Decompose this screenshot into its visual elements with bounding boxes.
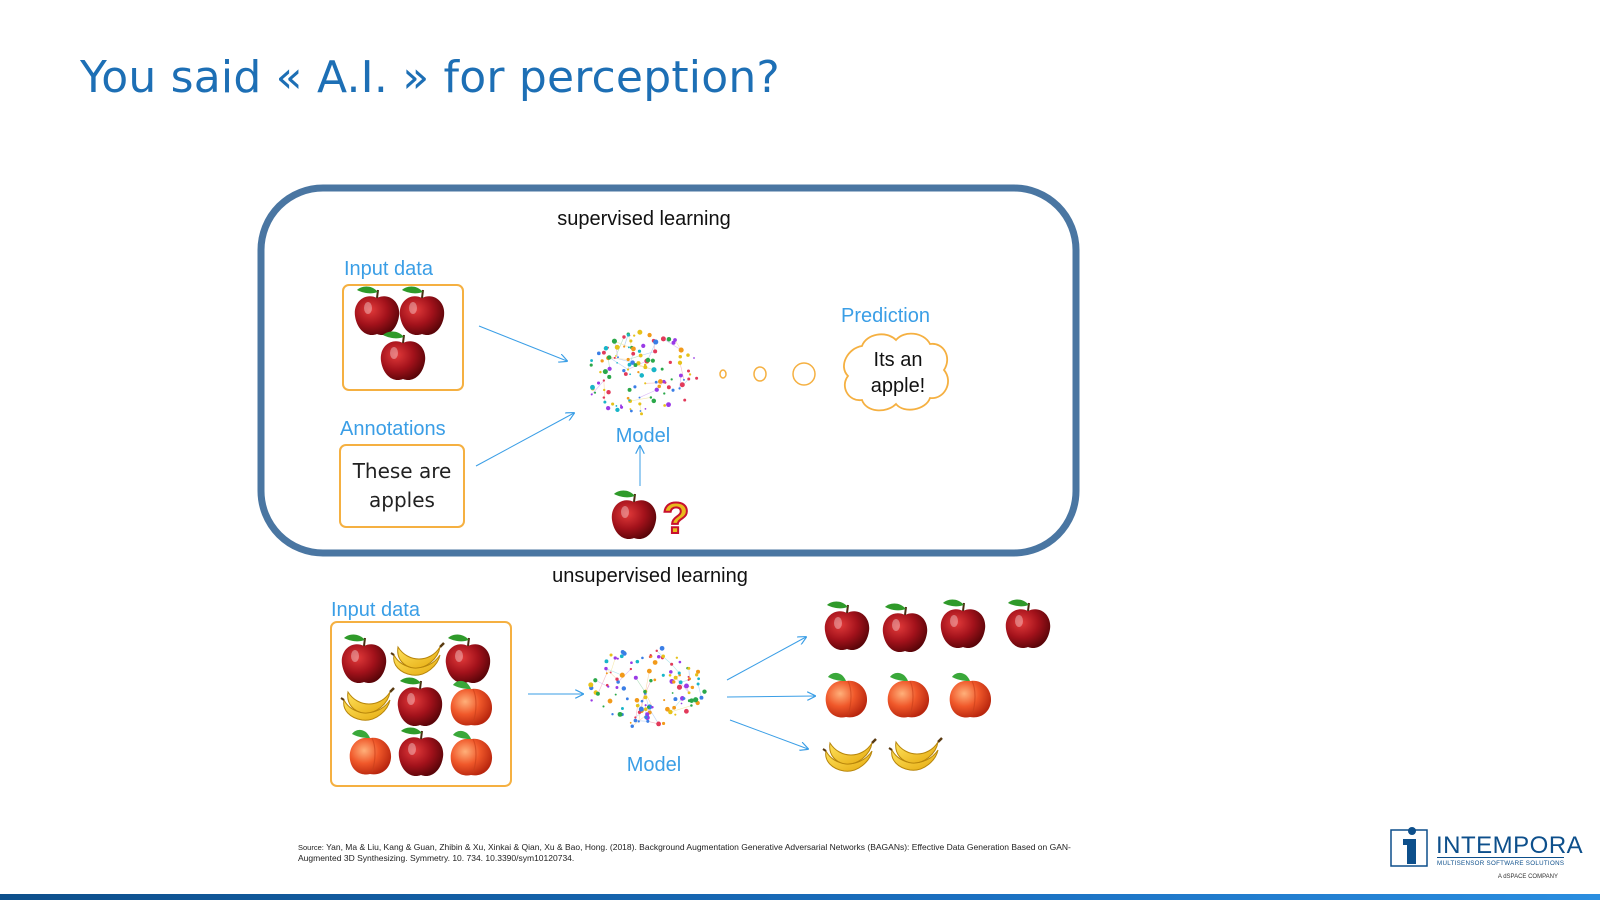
apple-icon	[823, 600, 871, 652]
peach-icon	[349, 729, 392, 776]
supervised-heading: supervised learning	[557, 208, 730, 230]
input-to-model-arrow	[478, 325, 567, 361]
source-prefix: Source:	[298, 843, 324, 852]
cluster-arrow-peaches	[726, 696, 815, 697]
peach-icon	[887, 672, 930, 719]
source-text: Yan, Ma & Liu, Kang & Guan, Zhibin & Xu,…	[298, 842, 1071, 863]
source-citation: Source: Yan, Ma & Liu, Kang & Guan, Zhib…	[298, 842, 1098, 864]
apple-icon	[881, 602, 929, 654]
supervised-frame	[257, 184, 1080, 557]
company-logo: INTEMPORA MULTISENSOR SOFTWARE SOLUTIONS…	[1390, 826, 1583, 884]
thought-dot	[792, 362, 816, 386]
prediction-line1: Its an	[874, 349, 923, 371]
logo-name: INTEMPORA	[1436, 832, 1584, 859]
banana-cluster	[821, 736, 944, 773]
apple-icon	[1004, 598, 1052, 650]
prediction-label: Prediction	[841, 305, 930, 327]
annotations-box	[339, 444, 465, 528]
logo-tagline: MULTISENSOR SOFTWARE SOLUTIONS	[1437, 857, 1565, 867]
peach-icon	[450, 730, 493, 777]
cluster-arrow-apples	[726, 637, 806, 681]
supervised-input-box	[342, 284, 464, 391]
annotation-text-line2: apples	[369, 488, 435, 512]
prediction-line2: apple!	[871, 375, 926, 397]
apple-icon	[444, 633, 492, 685]
bottom-accent-bar	[0, 894, 1600, 900]
thought-dot	[753, 366, 767, 382]
banana-icon	[389, 641, 446, 677]
unsupervised-heading: unsupervised learning	[552, 565, 748, 587]
supervised-input-label: Input data	[344, 258, 434, 280]
question-mark-icon: ?	[663, 494, 690, 543]
annotation-text-line1: These are	[352, 459, 452, 483]
peach-cluster	[825, 672, 992, 719]
apple-icon	[379, 330, 427, 382]
apple-icon	[353, 285, 401, 337]
banana-icon	[887, 736, 944, 772]
apple-icon	[397, 726, 445, 778]
apple-icon	[939, 598, 987, 650]
unsupervised-model-label: Model	[627, 754, 681, 776]
prediction-cloud	[843, 332, 949, 412]
brain-icon	[588, 645, 707, 728]
apple-icon	[396, 676, 444, 728]
peach-icon	[825, 672, 868, 719]
apple-cluster	[823, 598, 1052, 654]
banana-icon	[821, 737, 878, 773]
brain-icon	[589, 329, 699, 416]
slide-title: You said « A.I. » for perception?	[80, 52, 780, 103]
thought-dot	[719, 369, 727, 379]
banana-icon	[339, 686, 396, 722]
apple-icon	[398, 285, 446, 337]
unsupervised-input-box	[330, 621, 512, 787]
logo-company: A dSPACE COMPANY	[1497, 874, 1558, 880]
unsupervised-input-label: Input data	[331, 599, 421, 621]
cluster-arrow-bananas	[729, 719, 808, 749]
apple-icon	[340, 633, 388, 685]
supervised-model-label: Model	[616, 425, 670, 447]
peach-icon	[949, 672, 992, 719]
annotations-label: Annotations	[340, 418, 446, 440]
apple-icon	[610, 489, 658, 541]
intempora-logo-icon	[1390, 827, 1428, 867]
peach-icon	[450, 680, 493, 727]
annotations-to-model-arrow	[475, 413, 574, 467]
